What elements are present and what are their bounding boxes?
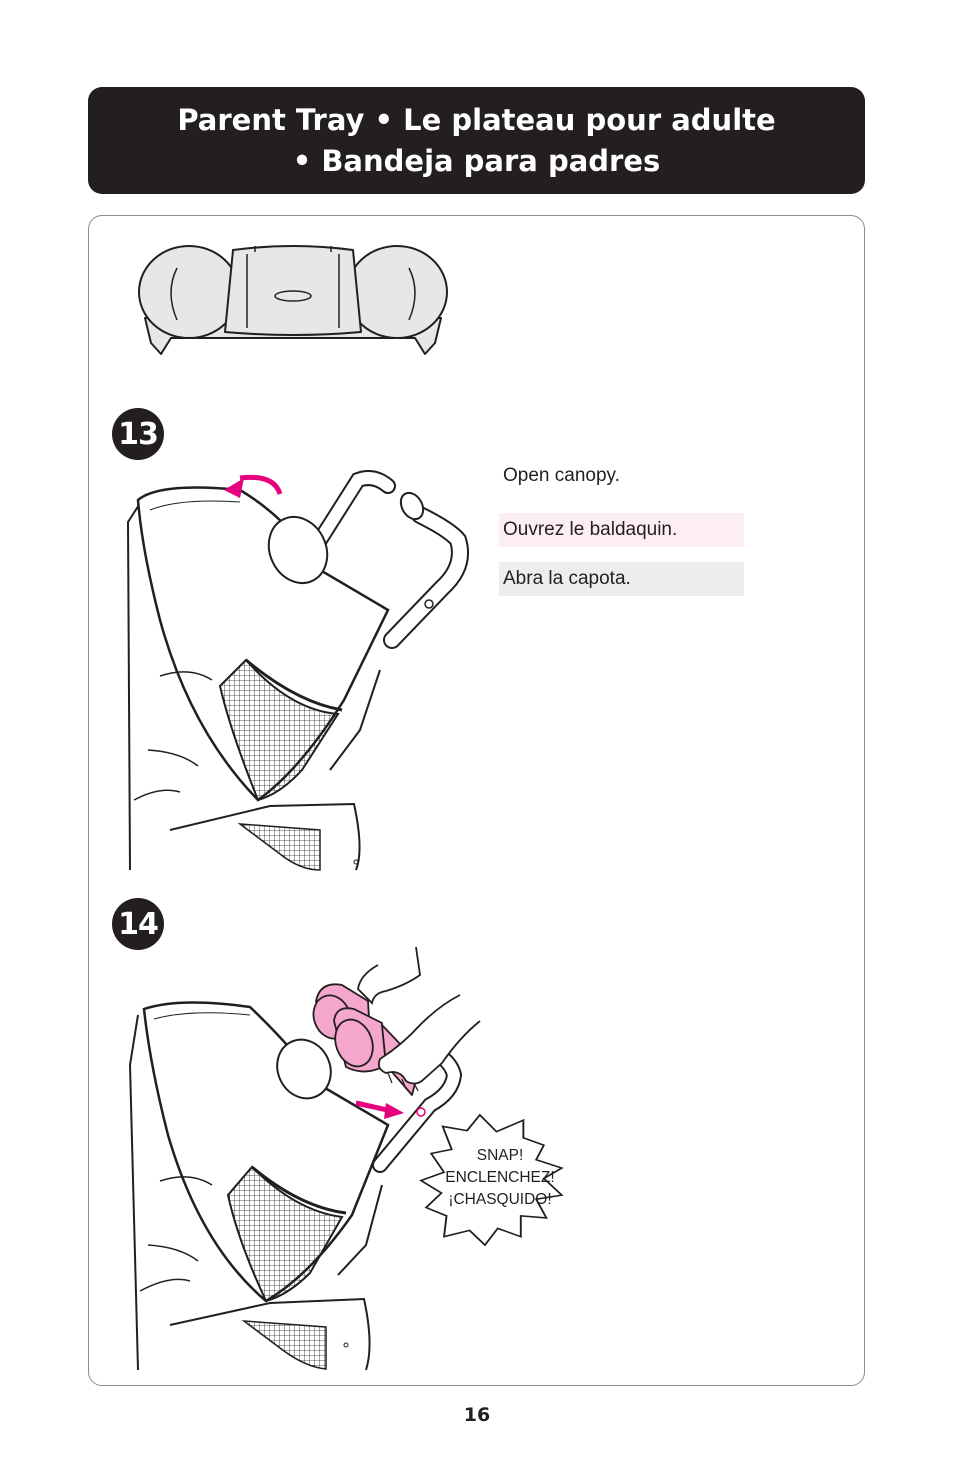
instruction-spanish: Abra la capota. [499,562,744,596]
instruction-french: Ouvrez le baldaquin. [499,513,744,547]
parent-tray-illustration [138,245,448,355]
snap-callout-spanish: ¡CHASQUIDO! [448,1191,552,1208]
step-14-badge: 14 [112,898,164,950]
snap-callout-english: SNAP! [476,1147,524,1164]
step-14-stroller-illustration [128,946,564,1371]
step-13-badge: 13 [112,408,164,460]
step-13-stroller-illustration [126,470,469,871]
section-title-banner: Parent Tray • Le plateau pour adulte • B… [88,87,865,194]
instruction-panel [88,215,865,1386]
section-title-line-1: Parent Tray • Le plateau pour adulte [177,102,776,137]
instruction-english: Open canopy. [503,465,620,486]
page-number: 16 [463,1404,491,1426]
snap-callout: SNAP! ENCLENCHEZ! ¡CHASQUIDO! [420,1145,580,1211]
section-title-line-2: • Bandeja para padres [292,143,661,178]
snap-callout-french: ENCLENCHEZ! [445,1169,555,1186]
